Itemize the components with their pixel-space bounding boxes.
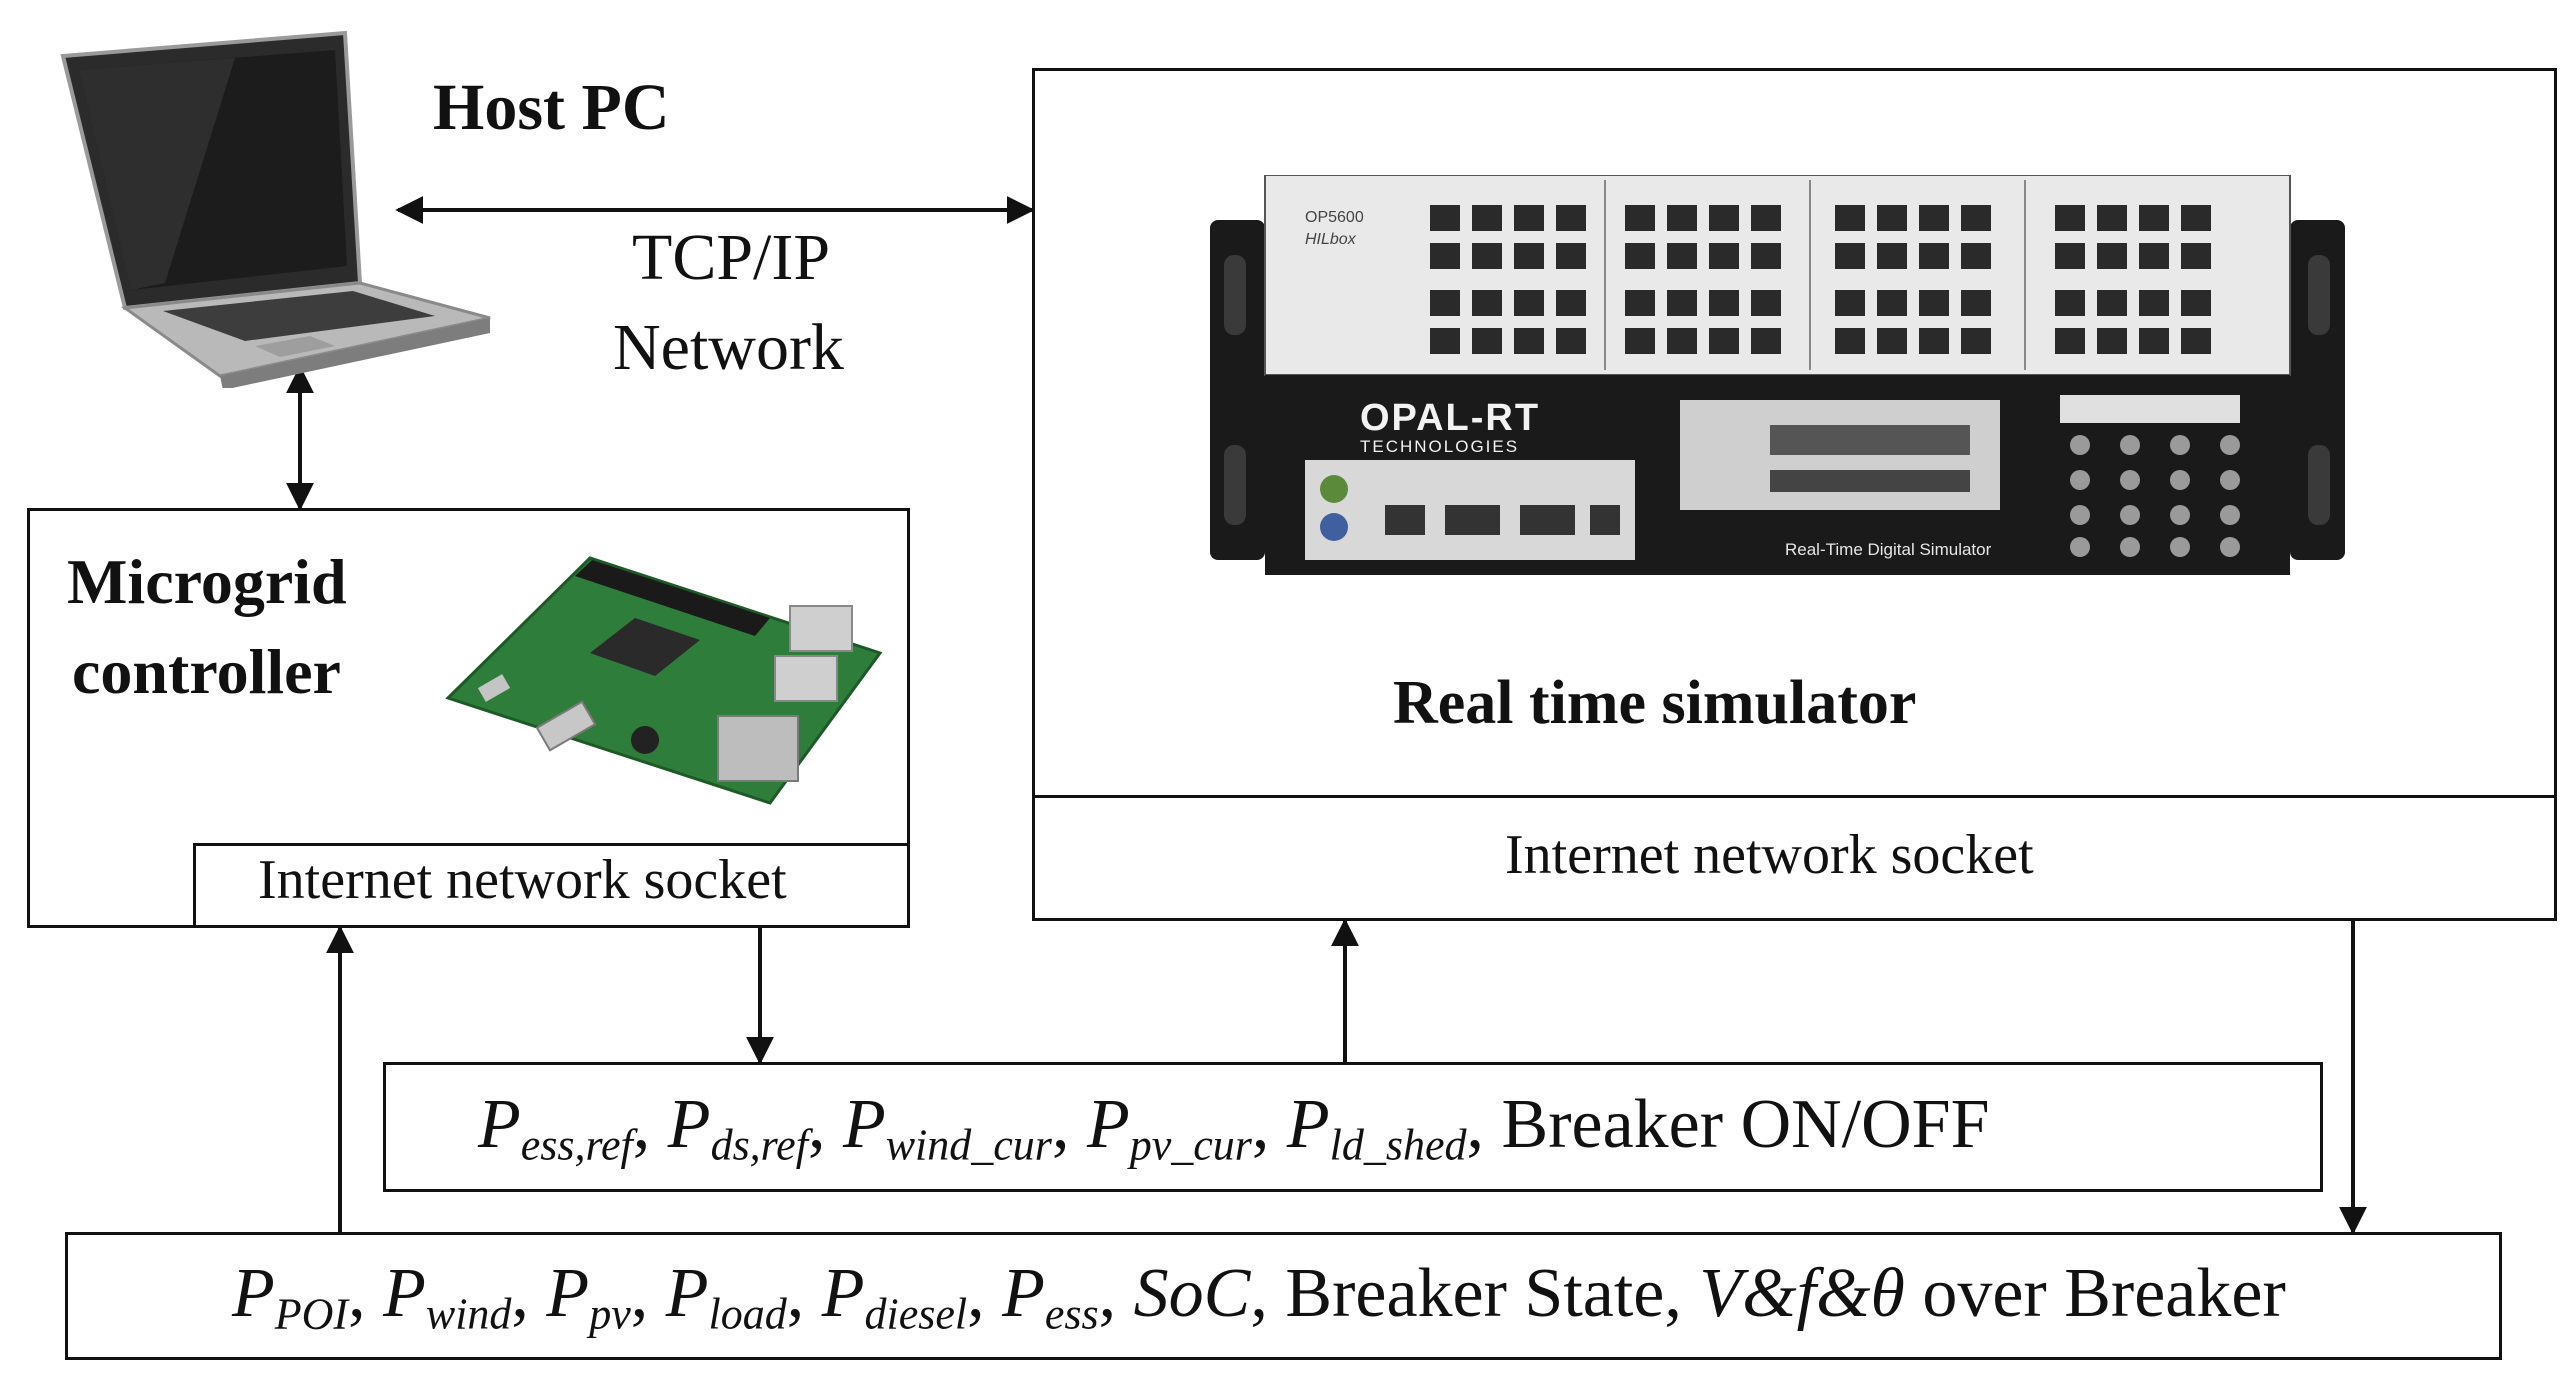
signal-vf-theta: V&f&θ [1699,1255,1905,1332]
signal-p-ess-ref: Pess,ref [478,1086,633,1170]
microgrid-socket-box [193,843,910,928]
signals-from-simulator-text: PPOI, Pwind, Ppv, Pload, Pdiesel, Pess, … [232,1255,2286,1339]
signal-p-pv: Ppv [546,1255,631,1339]
simulator-socket-divider [1032,795,2557,798]
signal-soc: SoC [1133,1255,1251,1332]
signal-over-breaker: over Breaker [1922,1255,2286,1332]
signal-p-pv-cur: Ppv_cur [1086,1086,1252,1170]
device-brand-sub-label: TECHNOLOGIES [1360,437,1520,456]
device-caption-label: Real-Time Digital Simulator [1785,540,1992,559]
simulator-socket-label: Internet network socket [1505,824,2034,886]
network-label-line1: TCP/IP [632,221,831,294]
signal-p-poi: PPOI [232,1255,349,1339]
signals-from-simulator-box [65,1232,2502,1360]
opal-rt-device-graphic [1210,174,2345,575]
signal-breaker-state: Breaker State [1285,1255,1665,1332]
signal-p-wind: Pwind [383,1255,512,1339]
microgrid-controller-label-line1: Microgrid [67,546,347,617]
microgrid-controller-label-line2: controller [72,636,341,707]
host-pc-label: Host PC [433,71,670,144]
laptop-icon [60,30,491,388]
opal-rt-device: OP5600 HILbox OPAL-RT TECHNOLOGIES Real-… [1210,174,2345,590]
network-label-line2: Network [613,311,844,384]
signal-p-ds-ref: Pds,ref [667,1086,808,1170]
signal-p-ess: Pess [1002,1255,1099,1339]
signals-to-simulator-text: Pess,ref, Pds,ref, Pwind_cur, Ppv_cur, P… [478,1086,1990,1170]
signal-p-diesel: Pdiesel [821,1255,968,1339]
device-model-sub-label: HILbox [1305,231,1356,248]
device-model-label: OP5600 [1305,209,1364,226]
device-brand-label: OPAL-RT [1360,397,1541,439]
signals-to-simulator-box [383,1062,2323,1192]
microgrid-socket-label: Internet network socket [258,849,787,911]
raspberry-pi-board [445,556,883,805]
signal-p-ld-shed: Pld_shed [1286,1086,1467,1170]
signal-p-load: Pload [665,1255,787,1339]
signal-p-wind-cur: Pwind_cur [842,1086,1052,1170]
signal-breaker-on-off: Breaker ON/OFF [1501,1086,1990,1163]
real-time-simulator-label: Real time simulator [1393,669,1917,737]
